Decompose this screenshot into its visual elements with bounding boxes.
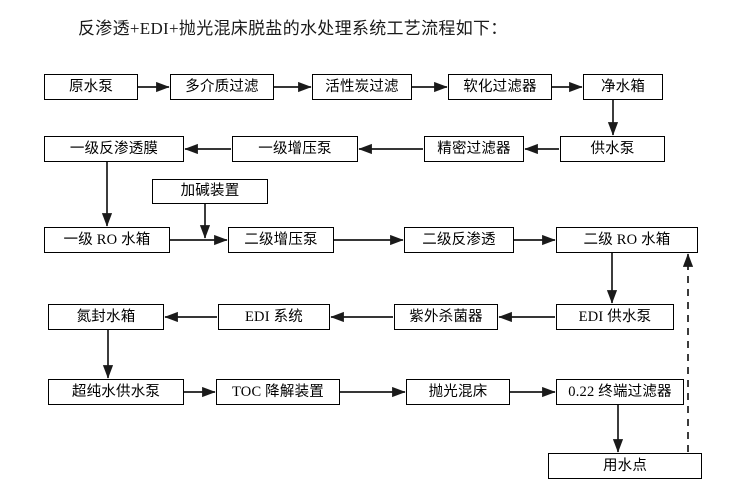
node-precision-filter[interactable]: 精密过滤器 <box>424 136 524 162</box>
node-clean-water-tank[interactable]: 净水箱 <box>583 74 663 100</box>
node-nitrogen-sealed-tank[interactable]: 氮封水箱 <box>48 304 164 330</box>
node-secondary-booster-pump[interactable]: 二级增压泵 <box>228 227 334 253</box>
node-polishing-mixed-bed[interactable]: 抛光混床 <box>406 379 510 405</box>
node-activated-carbon-filter[interactable]: 活性炭过滤 <box>312 74 412 100</box>
node-edi-system[interactable]: EDI 系统 <box>218 304 330 330</box>
node-toc-reduction-unit[interactable]: TOC 降解装置 <box>216 379 340 405</box>
node-alkali-dosing-device[interactable]: 加碱装置 <box>152 179 268 204</box>
node-edi-feed-pump[interactable]: EDI 供水泵 <box>556 304 674 330</box>
node-secondary-ro-tank[interactable]: 二级 RO 水箱 <box>556 227 698 253</box>
node-primary-ro-tank[interactable]: 一级 RO 水箱 <box>44 227 170 253</box>
page-title: 反渗透+EDI+抛光混床脱盐的水处理系统工艺流程如下： <box>78 19 508 38</box>
node-softening-filter[interactable]: 软化过滤器 <box>448 74 552 100</box>
node-ultrapure-water-pump[interactable]: 超纯水供水泵 <box>48 379 184 405</box>
node-primary-ro-membrane[interactable]: 一级反渗透膜 <box>44 136 184 162</box>
node-multimedia-filter[interactable]: 多介质过滤 <box>170 74 274 100</box>
node-raw-water-pump[interactable]: 原水泵 <box>44 74 138 100</box>
node-secondary-ro[interactable]: 二级反渗透 <box>404 227 514 253</box>
node-terminal-filter[interactable]: 0.22 终端过滤器 <box>556 379 684 405</box>
node-primary-booster-pump[interactable]: 一级增压泵 <box>232 136 358 162</box>
node-point-of-use[interactable]: 用水点 <box>548 453 702 479</box>
node-feed-water-pump[interactable]: 供水泵 <box>560 136 665 162</box>
node-uv-sterilizer[interactable]: 紫外杀菌器 <box>394 304 498 330</box>
